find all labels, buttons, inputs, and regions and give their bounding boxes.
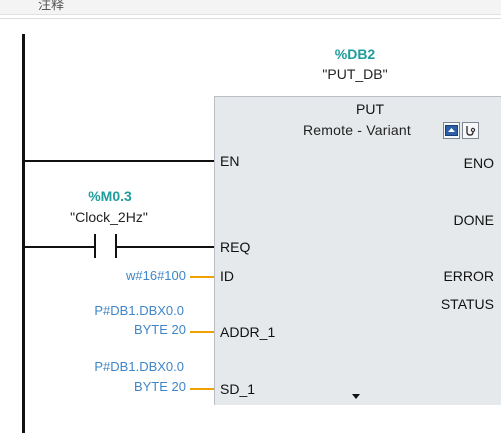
- pin-id: ID: [220, 268, 234, 284]
- addr-1-stub: [190, 331, 214, 333]
- diagnostics-icon[interactable]: [462, 122, 479, 139]
- comment-label[interactable]: 注释: [38, 0, 65, 12]
- pin-error: ERROR: [443, 268, 494, 284]
- pin-addr-1: ADDR_1: [220, 324, 276, 340]
- instance-db-address[interactable]: %DB2: [334, 46, 376, 62]
- id-value[interactable]: w#16#100: [126, 268, 186, 283]
- block-variant-label: Remote - Variant: [303, 122, 411, 138]
- comment-strip: [0, 0, 501, 15]
- contact-right-bar[interactable]: [115, 234, 117, 258]
- pin-en: EN: [220, 153, 240, 169]
- sd-1-stub: [190, 388, 214, 390]
- en-wire[interactable]: [24, 160, 214, 162]
- addr-1-value-line1[interactable]: P#DB1.DBX0.0: [94, 303, 184, 318]
- req-wire-right[interactable]: [117, 246, 214, 248]
- contact-left-bar[interactable]: [94, 234, 96, 258]
- power-rail: [22, 34, 25, 433]
- pin-done: DONE: [453, 212, 494, 228]
- sd-1-value-line2[interactable]: BYTE 20: [133, 379, 186, 394]
- separator-line: [0, 18, 501, 19]
- contact-address[interactable]: %M0.3: [88, 188, 132, 204]
- pin-eno: ENO: [463, 155, 494, 171]
- contact-symbol-name[interactable]: "Clock_2Hz": [70, 209, 148, 225]
- instance-db-name[interactable]: "PUT_DB": [322, 66, 388, 82]
- block-title: PUT: [356, 101, 384, 117]
- pin-status: STATUS: [440, 296, 494, 312]
- addr-1-value-line2[interactable]: BYTE 20: [133, 322, 186, 337]
- req-wire-left[interactable]: [24, 246, 94, 248]
- put-block[interactable]: [214, 96, 501, 405]
- pin-req: REQ: [220, 239, 251, 255]
- sd-1-value-line1[interactable]: P#DB1.DBX0.0: [94, 359, 184, 374]
- expand-arrow-icon[interactable]: [352, 394, 360, 399]
- upload-icon[interactable]: [443, 122, 460, 139]
- id-stub: [190, 276, 214, 278]
- pin-sd-1: SD_1: [220, 381, 256, 397]
